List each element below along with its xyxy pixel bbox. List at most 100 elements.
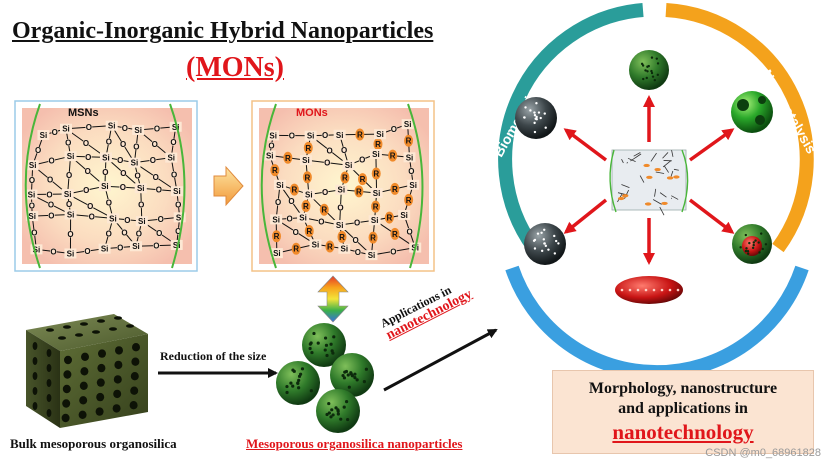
oxygen-label: O <box>326 146 332 155</box>
r-group-label: R <box>274 232 280 241</box>
r-group-label: R <box>357 130 363 139</box>
silicon-label: Si <box>404 120 412 129</box>
oxygen-label: O <box>359 156 365 165</box>
silicon-label: Si <box>28 212 36 221</box>
oxygen-label: O <box>120 169 126 178</box>
oxygen-label: O <box>407 227 413 236</box>
silicon-label: Si <box>406 153 414 162</box>
oxygen-label: O <box>153 173 159 182</box>
oxygen-label: O <box>35 146 41 155</box>
silicon-label: Si <box>373 189 381 198</box>
silicon-label: Si <box>134 126 142 135</box>
oxygen-label: O <box>86 123 92 132</box>
silicon-label: Si <box>33 245 41 254</box>
oxygen-label: O <box>175 200 181 209</box>
oxygen-label: O <box>67 230 73 239</box>
silicon-label: Si <box>371 216 379 225</box>
summary-line2: and applications in <box>618 400 748 417</box>
bulk-caption: Bulk mesoporous organosilica <box>10 436 177 451</box>
oxygen-label: O <box>124 216 130 225</box>
oxygen-label: O <box>390 247 396 256</box>
oxygen-label: O <box>154 124 160 133</box>
oxygen-label: O <box>48 211 54 220</box>
oxygen-label: O <box>341 146 347 155</box>
silicon-label: Si <box>62 125 70 134</box>
morphology-particles <box>515 50 773 304</box>
silicon-label: Si <box>376 130 384 139</box>
oxygen-label: O <box>47 176 53 185</box>
oxygen-label: O <box>106 230 112 239</box>
silicon-label: Si <box>172 123 180 132</box>
silicon-label: Si <box>307 132 315 141</box>
r-group-label: R <box>373 169 379 178</box>
r-group-label: R <box>392 185 398 194</box>
r-group-label: R <box>306 227 312 236</box>
silicon-label: Si <box>102 153 110 162</box>
r-group-label: R <box>321 206 327 215</box>
oxygen-label: O <box>136 230 142 239</box>
silicon-label: Si <box>64 190 72 199</box>
oxygen-label: O <box>84 247 90 256</box>
r-group-label: R <box>370 234 376 243</box>
oxygen-label: O <box>352 236 358 245</box>
oxygen-label: O <box>48 157 54 166</box>
ring-label-nanofabrication: Nanofabrication <box>602 318 709 334</box>
figure-title: Organic-Inorganic Hybrid Nanoparticles <box>12 18 434 44</box>
r-group-label: R <box>373 203 379 212</box>
oxygen-label: O <box>337 203 343 212</box>
r-group-label: R <box>272 166 278 175</box>
silicon-label: Si <box>40 131 48 140</box>
oxygen-label: O <box>171 170 177 179</box>
summary-line1: Morphology, nanostructure <box>588 380 778 397</box>
silicon-label: Si <box>345 161 353 170</box>
oxygen-label: O <box>275 198 281 207</box>
silicon-label: Si <box>176 213 184 222</box>
r-group-label: R <box>360 175 366 184</box>
silicon-label: Si <box>269 131 277 140</box>
oxygen-label: O <box>121 228 127 237</box>
oxygen-label: O <box>289 132 295 141</box>
oxygen-label: O <box>288 197 294 206</box>
oxygen-label: O <box>150 156 156 165</box>
oxygen-label: O <box>52 128 58 137</box>
r-group-label: R <box>303 202 309 211</box>
oxygen-label: O <box>408 167 414 176</box>
rainbow-double-arrow <box>317 275 349 323</box>
oxygen-label: O <box>324 159 330 168</box>
silicon-label: Si <box>67 249 75 258</box>
silicon-label: Si <box>131 159 139 168</box>
reduction-label: Reduction of the size <box>160 349 267 363</box>
msns-label: MSNs <box>68 107 99 119</box>
transition-arrow <box>213 165 244 207</box>
silicon-label: Si <box>173 187 181 196</box>
oxygen-label: O <box>65 138 71 147</box>
silicon-label: Si <box>28 191 36 200</box>
oxygen-label: O <box>117 156 123 165</box>
mons-label: MONs <box>296 107 328 119</box>
silicon-label: Si <box>302 156 310 165</box>
r-group-label: R <box>406 196 412 205</box>
oxygen-label: O <box>66 171 72 180</box>
silicon-label: Si <box>400 211 408 220</box>
oxygen-label: O <box>85 167 91 176</box>
oxygen-label: O <box>120 140 126 149</box>
silicon-label: Si <box>67 210 75 219</box>
silicon-label: Si <box>101 245 109 254</box>
nanocatalysis-arc <box>665 3 814 253</box>
r-group-label: R <box>305 144 311 153</box>
r-group-label: R <box>406 137 412 146</box>
r-group-label: R <box>356 187 362 196</box>
silicon-label: Si <box>305 190 313 199</box>
r-group-label: R <box>292 186 298 195</box>
oxygen-label: O <box>156 229 162 238</box>
silicon-label: Si <box>108 122 116 131</box>
oxygen-label: O <box>158 215 164 224</box>
r-group-label: R <box>390 152 396 161</box>
silicon-label: Si <box>336 221 344 230</box>
silicon-label: Si <box>173 241 181 250</box>
summary-line3: nanotechnology <box>612 420 754 444</box>
r-group-label: R <box>375 140 381 149</box>
